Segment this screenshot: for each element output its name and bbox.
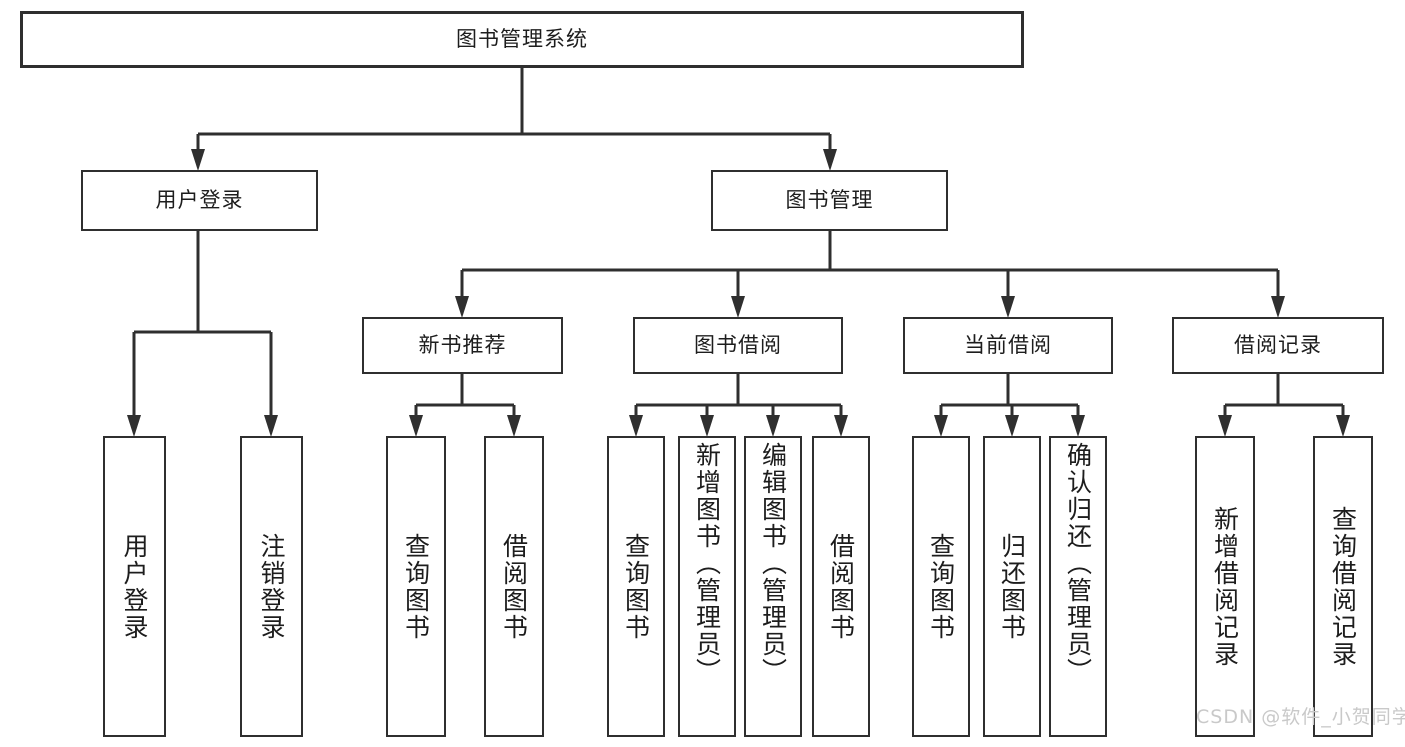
node-root[interactable]: 图书管理系统: [20, 11, 1024, 68]
connector-arrowhead: [834, 415, 848, 437]
node-level2-2[interactable]: 图书借阅: [633, 317, 843, 374]
node-leaf-4[interactable]: 借阅图书: [484, 436, 544, 737]
connector-arrowhead: [731, 296, 745, 318]
node-leaf-7-label: 编辑图书（管理员）: [758, 442, 788, 685]
node-root-label: 图书管理系统: [456, 27, 588, 52]
node-leaf-10[interactable]: 归还图书: [983, 436, 1041, 737]
node-leaf-12[interactable]: 新增借阅记录: [1195, 436, 1255, 737]
node-leaf-13[interactable]: 查询借阅记录: [1313, 436, 1373, 737]
node-leaf-6-label: 新增图书（管理员）: [692, 442, 722, 685]
node-leaf-7[interactable]: 编辑图书（管理员）: [744, 436, 802, 737]
connector-arrowhead: [127, 415, 141, 437]
node-leaf-5[interactable]: 查询图书: [607, 436, 665, 737]
connector-arrowhead: [507, 415, 521, 437]
node-level1-2-label: 图书管理: [785, 188, 874, 213]
connector-arrowhead: [700, 415, 714, 437]
connector-arrowhead: [1005, 415, 1019, 437]
node-leaf-3[interactable]: 查询图书: [386, 436, 446, 737]
node-leaf-10-label: 归还图书: [997, 532, 1027, 641]
connector-arrowhead: [191, 149, 205, 171]
node-level1-1-label: 用户登录: [155, 188, 244, 213]
connector-arrowhead: [934, 415, 948, 437]
node-level2-4-label: 借阅记录: [1234, 333, 1322, 358]
node-level2-1[interactable]: 新书推荐: [362, 317, 563, 374]
connector-arrowhead: [823, 149, 837, 171]
node-leaf-13-label: 查询借阅记录: [1328, 505, 1358, 668]
node-leaf-9-label: 查询图书: [926, 532, 956, 641]
node-level2-2-label: 图书借阅: [694, 333, 782, 358]
connector-arrowhead: [1218, 415, 1232, 437]
node-level2-3[interactable]: 当前借阅: [903, 317, 1113, 374]
connector-arrowhead: [264, 415, 278, 437]
connector-arrowhead: [766, 415, 780, 437]
node-level1-1[interactable]: 用户登录: [81, 170, 318, 231]
node-leaf-12-label: 新增借阅记录: [1210, 505, 1240, 668]
node-leaf-2-label: 注销登录: [257, 532, 286, 641]
connector-arrowhead: [1071, 415, 1085, 437]
node-level2-1-label: 新书推荐: [418, 333, 507, 358]
node-leaf-1[interactable]: 用户登录: [103, 436, 166, 737]
connector-arrowhead: [1336, 415, 1350, 437]
node-leaf-5-label: 查询图书: [621, 532, 651, 641]
connector-arrowhead: [1001, 296, 1015, 318]
node-leaf-9[interactable]: 查询图书: [912, 436, 970, 737]
connector-arrowhead: [409, 415, 423, 437]
node-leaf-8[interactable]: 借阅图书: [812, 436, 870, 737]
node-leaf-6[interactable]: 新增图书（管理员）: [678, 436, 736, 737]
node-leaf-2[interactable]: 注销登录: [240, 436, 303, 737]
connector-arrowhead: [1271, 296, 1285, 318]
node-leaf-1-label: 用户登录: [120, 532, 149, 641]
node-leaf-8-label: 借阅图书: [826, 532, 856, 641]
node-leaf-3-label: 查询图书: [401, 532, 431, 641]
node-leaf-11-label: 确认归还（管理员）: [1063, 442, 1093, 685]
node-leaf-4-label: 借阅图书: [499, 532, 529, 641]
node-leaf-11[interactable]: 确认归还（管理员）: [1049, 436, 1107, 737]
node-level2-3-label: 当前借阅: [964, 333, 1052, 358]
node-level1-2[interactable]: 图书管理: [711, 170, 948, 231]
node-level2-4[interactable]: 借阅记录: [1172, 317, 1384, 374]
csdn-watermark: CSDN @软件_小贺同学: [1196, 706, 1405, 728]
connector-arrowhead: [629, 415, 643, 437]
connector-arrowhead: [455, 296, 469, 318]
